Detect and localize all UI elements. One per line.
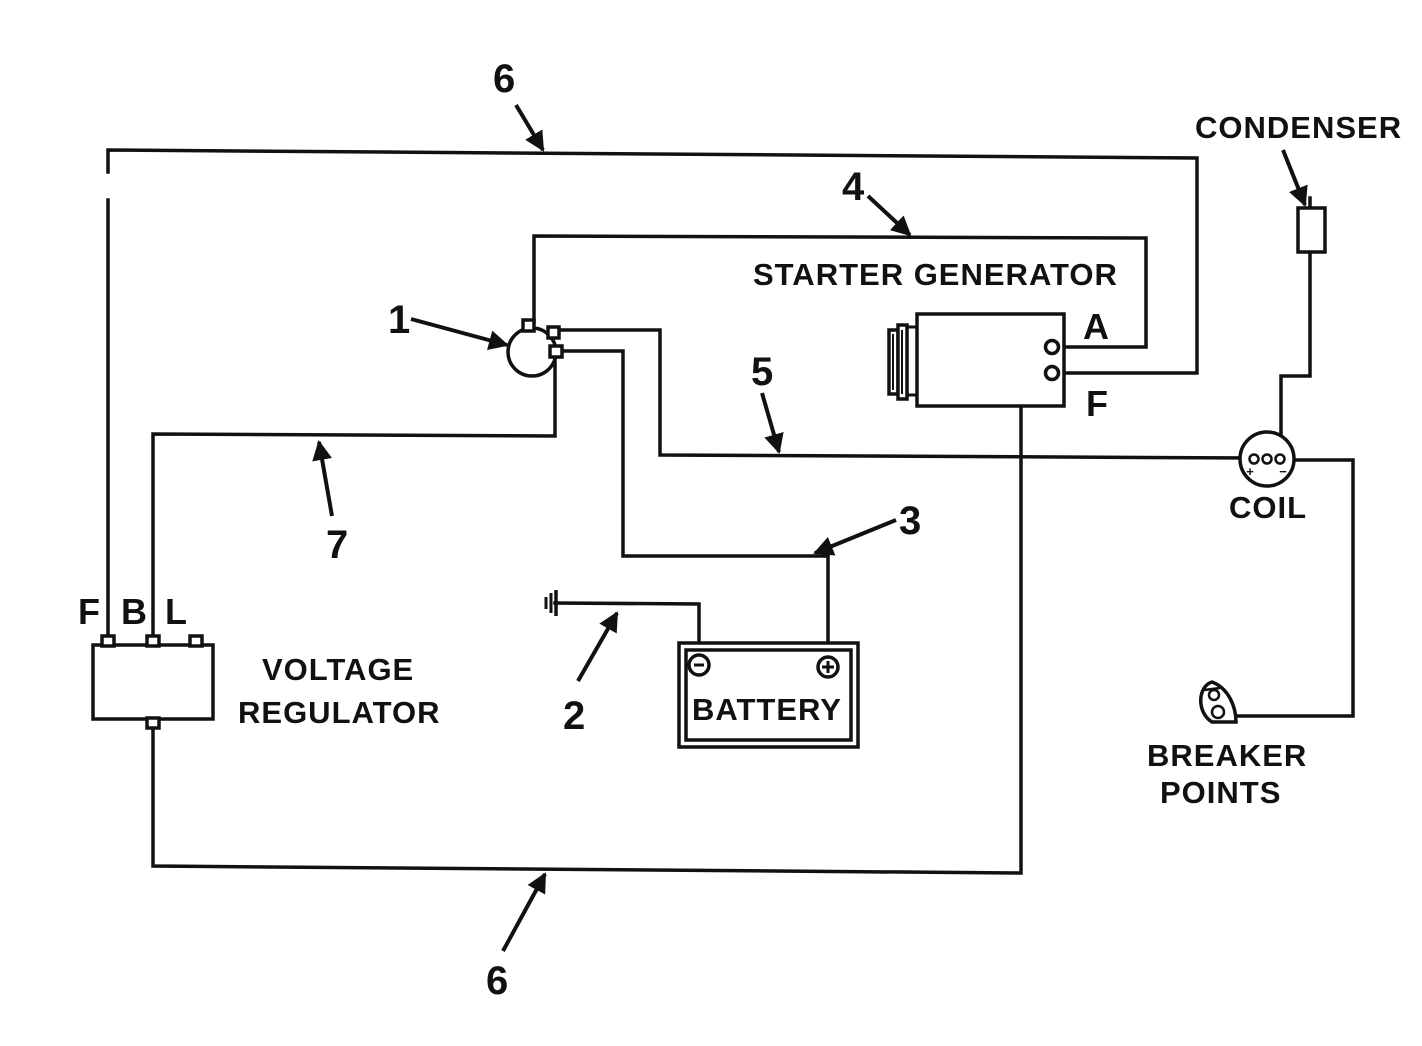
wire-5 [555,328,1256,460]
voltage-regulator [91,634,215,730]
callout-arrow-7 [312,440,334,517]
coil-terminal-negative [1274,453,1286,465]
coil-negative-sign: − [1279,464,1287,479]
ignition-coil: + − [1238,430,1296,488]
regulator-terminal-b-label: B [121,591,147,632]
breaker-points-label-line1: BREAKER [1147,738,1307,773]
coil-terminal-center [1261,453,1273,465]
wire-6-bottom [151,345,1053,875]
callout-arrow-4 [866,194,912,237]
callout-3: 3 [899,499,921,543]
regulator-terminal-l [188,634,204,648]
condenser-label: CONDENSER [1195,110,1402,145]
wire-7 [151,358,557,642]
regulator-terminal-f [100,634,116,648]
callout-arrow-condenser [1281,149,1308,207]
starter-generator-label: STARTER GENERATOR [753,257,1118,292]
callout-arrow-5 [760,392,784,454]
callout-2: 2 [563,694,585,738]
coil-positive-sign: + [1246,464,1254,479]
battery [677,641,860,749]
generator-terminal-a-label: A [1083,306,1109,347]
wire-3 [561,349,830,662]
ground-icon [544,590,558,616]
starter-solenoid [506,318,564,378]
wire-coil-to-breaker-points [1233,458,1355,718]
breaker-points [1199,680,1238,724]
starter-generator [887,312,1066,408]
regulator-terminal-b [145,634,161,648]
callout-arrow-3 [813,518,897,556]
callout-numbers: 6 4 1 5 7 3 2 6 [326,57,921,1003]
labels: CONDENSER STARTER GENERATOR A F COIL BRE… [78,110,1402,810]
coil-label: COIL [1229,490,1307,525]
generator-terminal-f-label: F [1086,383,1108,424]
callout-arrow-6-bottom [501,872,547,952]
regulator-ground-terminal [145,716,161,730]
voltage-regulator-label-line2: REGULATOR [238,695,440,730]
callout-1: 1 [388,298,410,342]
wire-6-top [106,148,1199,642]
wire-4 [532,234,1148,349]
callout-5: 5 [751,350,773,394]
coil-terminal-positive [1248,453,1260,465]
callout-arrow-6-top [514,103,545,152]
generator-terminal-a [1043,338,1061,356]
voltage-regulator-label-line1: VOLTAGE [262,652,414,687]
condenser [1296,206,1327,254]
callout-6-top: 6 [493,57,515,101]
breaker-points-label-line2: POINTS [1160,775,1281,810]
callout-7: 7 [326,523,348,567]
callout-4: 4 [842,165,865,209]
callout-arrow-2 [576,611,619,682]
regulator-terminal-l-label: L [165,591,187,632]
regulator-terminal-f-label: F [78,591,100,632]
generator-terminal-f [1043,364,1061,382]
callout-arrows [312,103,1308,952]
battery-label: BATTERY [692,692,842,727]
callout-arrow-1 [410,317,509,350]
callout-6-bottom: 6 [486,959,508,1003]
wire-condenser-to-coil [1279,250,1312,451]
